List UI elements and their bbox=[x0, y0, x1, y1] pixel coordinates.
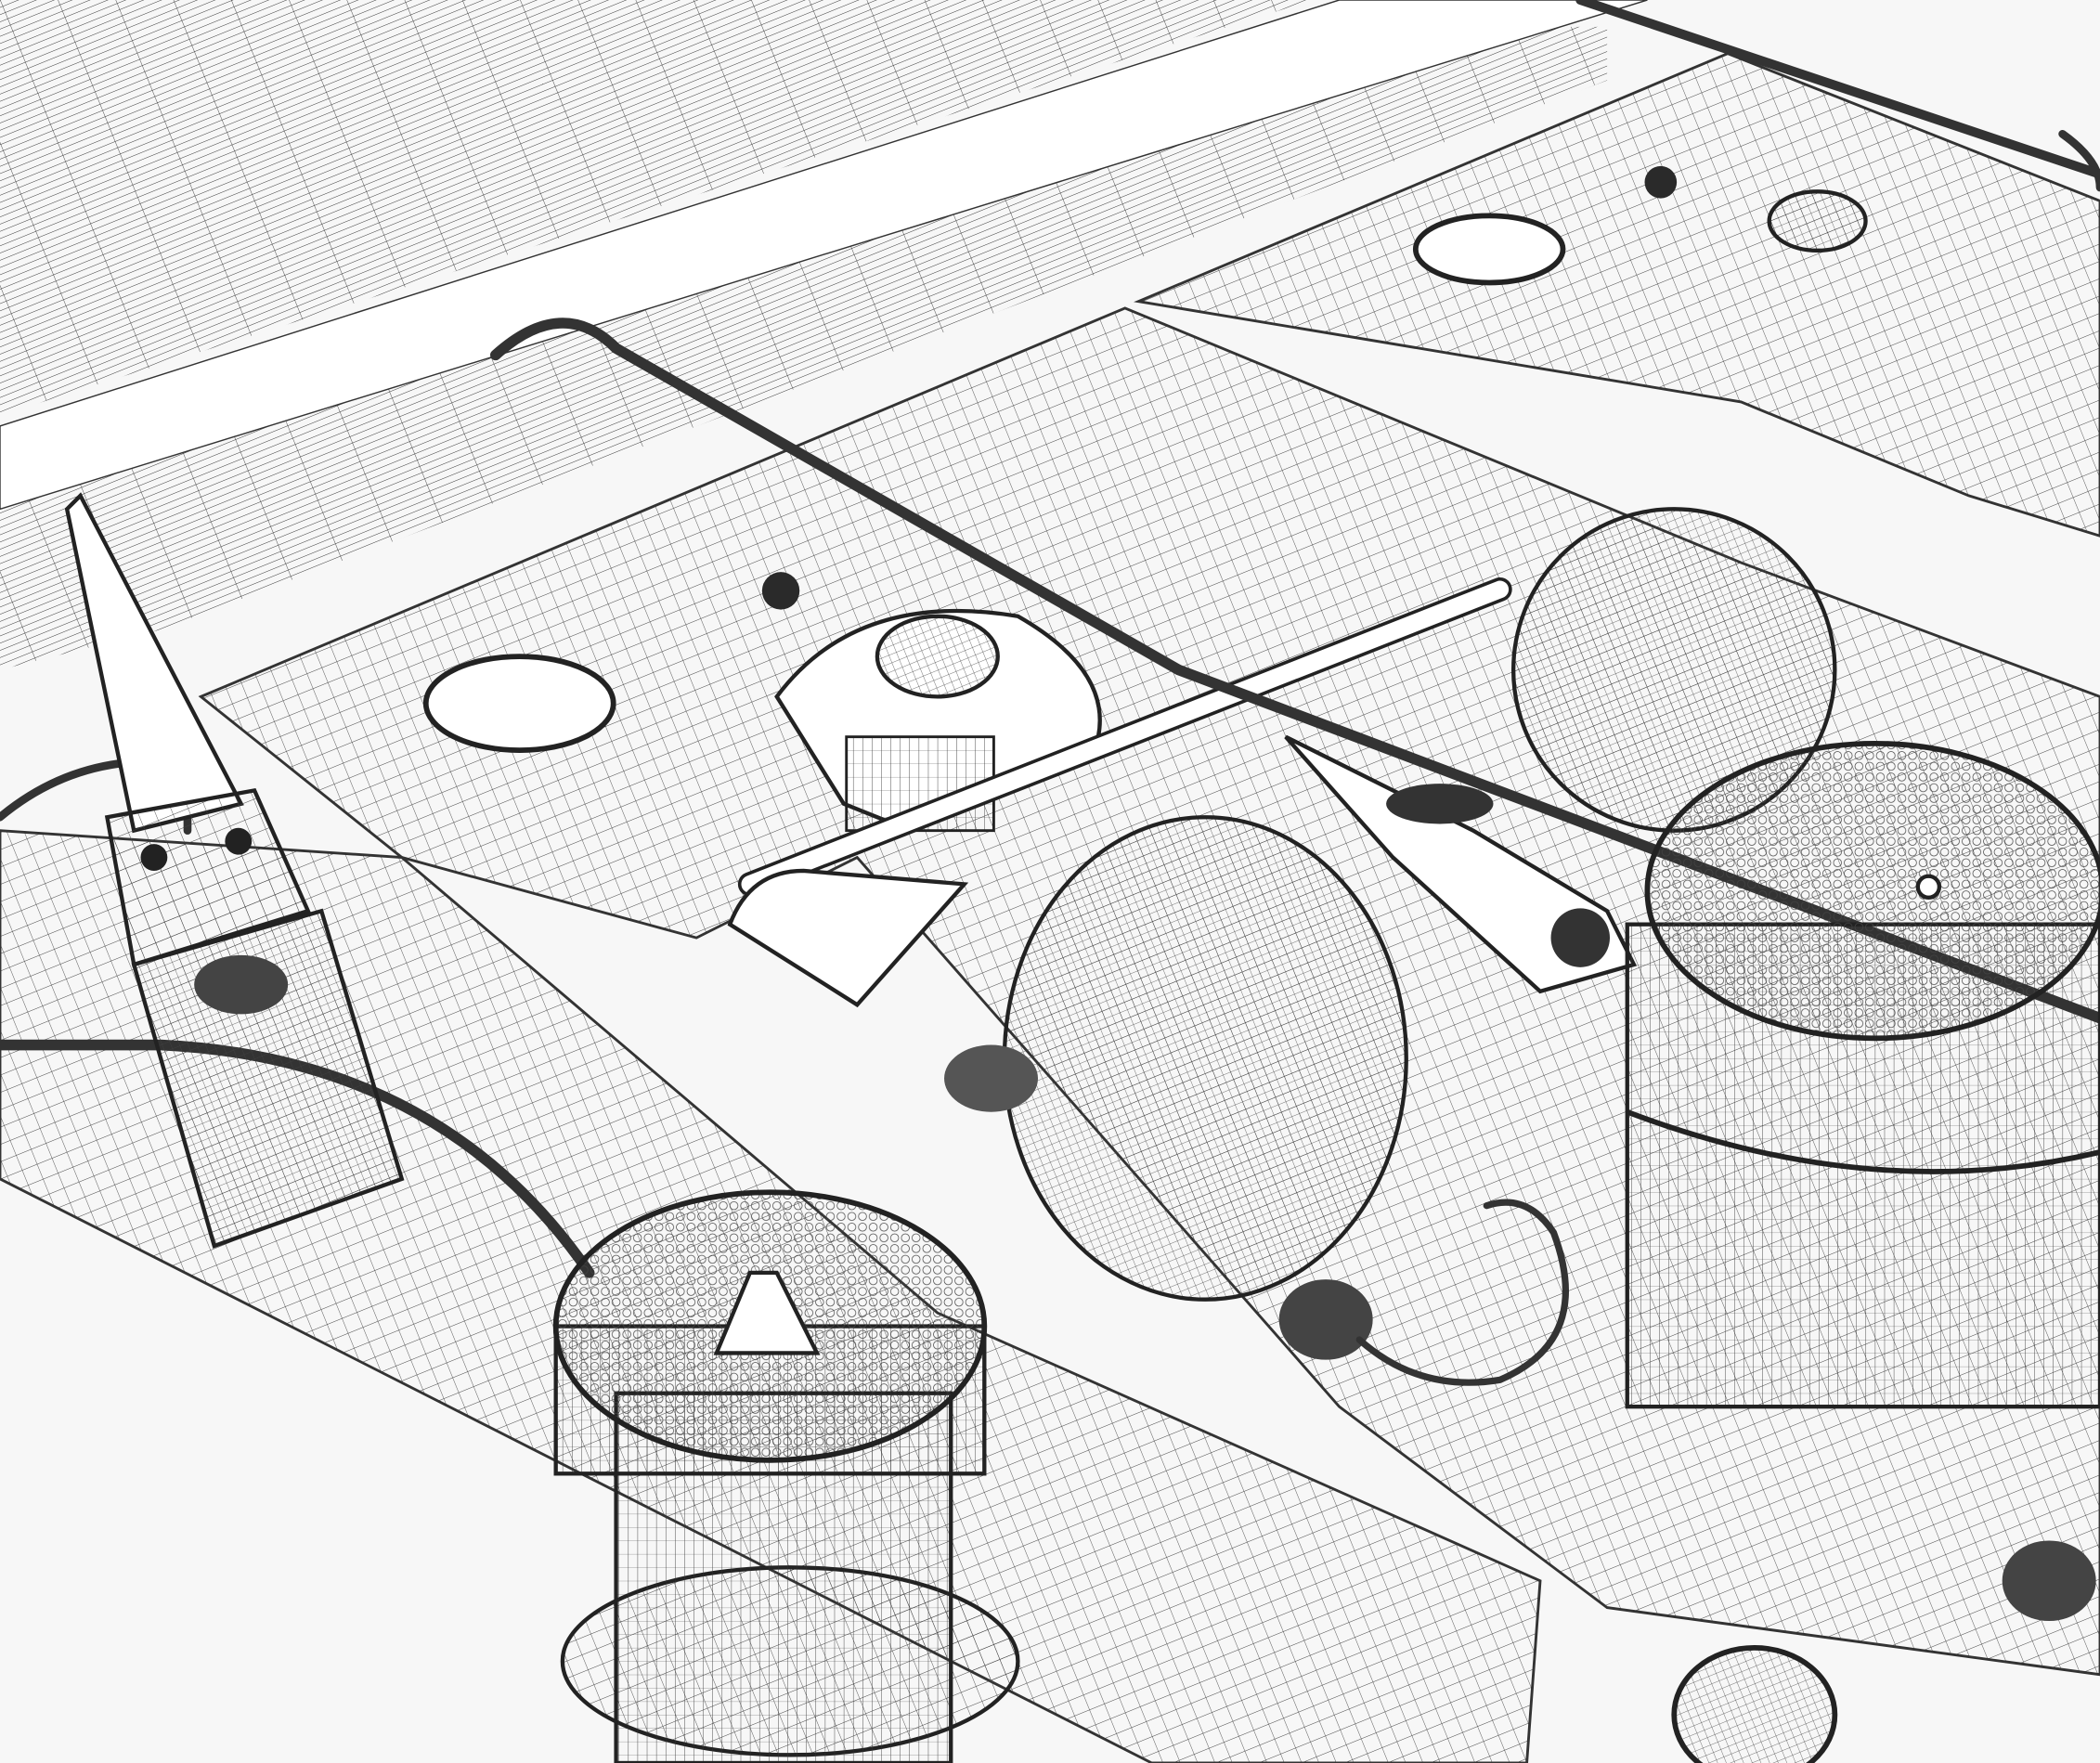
adjust-knob bbox=[194, 954, 289, 1015]
stylus-holder bbox=[64, 492, 405, 1249]
screw-head bbox=[1671, 1645, 1838, 1763]
pin-dot bbox=[1644, 165, 1678, 199]
screw-head bbox=[875, 614, 1000, 699]
screw-head bbox=[2002, 1540, 2096, 1622]
screw-head bbox=[1278, 1279, 1373, 1360]
mounting-hole bbox=[422, 654, 616, 753]
far-mounting-plate bbox=[1134, 52, 2100, 538]
screw-head bbox=[1767, 189, 1868, 253]
linkage-rod bbox=[727, 577, 1512, 1008]
mounting-hole bbox=[1412, 213, 1566, 286]
pin-dot bbox=[761, 572, 800, 610]
front-spindle-cylinder bbox=[552, 1189, 1020, 1763]
felt-pad-dome bbox=[944, 507, 1837, 1360]
bottom-screws bbox=[1671, 1540, 2096, 1763]
right-spindle-cylinder bbox=[1625, 741, 2100, 1409]
screw-head bbox=[944, 1044, 1039, 1112]
